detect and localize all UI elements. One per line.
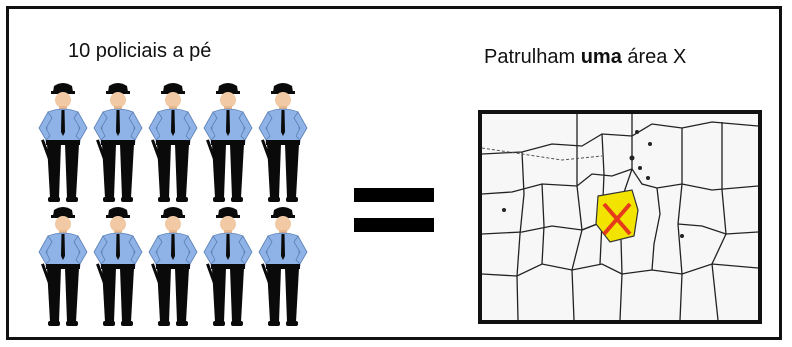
police-officer-icon [256, 80, 310, 204]
police-officer-icon [36, 80, 90, 204]
patrol-caption: Patrulham uma área X [484, 46, 686, 69]
police-officer-icon [201, 204, 255, 328]
patrol-caption-bold: uma [580, 46, 622, 68]
equals-sign [354, 188, 434, 232]
officers-grid [36, 80, 316, 330]
map-drawing [482, 114, 758, 320]
police-officer-icon [146, 80, 200, 204]
patrol-caption-pre: Patrulham [484, 46, 581, 68]
police-officer-icon [36, 204, 90, 328]
officers-caption: 10 policiais a pé [68, 40, 212, 62]
patrol-caption-post: área X [621, 46, 687, 68]
patrol-map [478, 110, 762, 324]
police-officer-icon [201, 80, 255, 204]
police-officer-icon [256, 204, 310, 328]
police-officer-icon [146, 204, 200, 328]
police-officer-icon [91, 80, 145, 204]
police-officer-icon [91, 204, 145, 328]
